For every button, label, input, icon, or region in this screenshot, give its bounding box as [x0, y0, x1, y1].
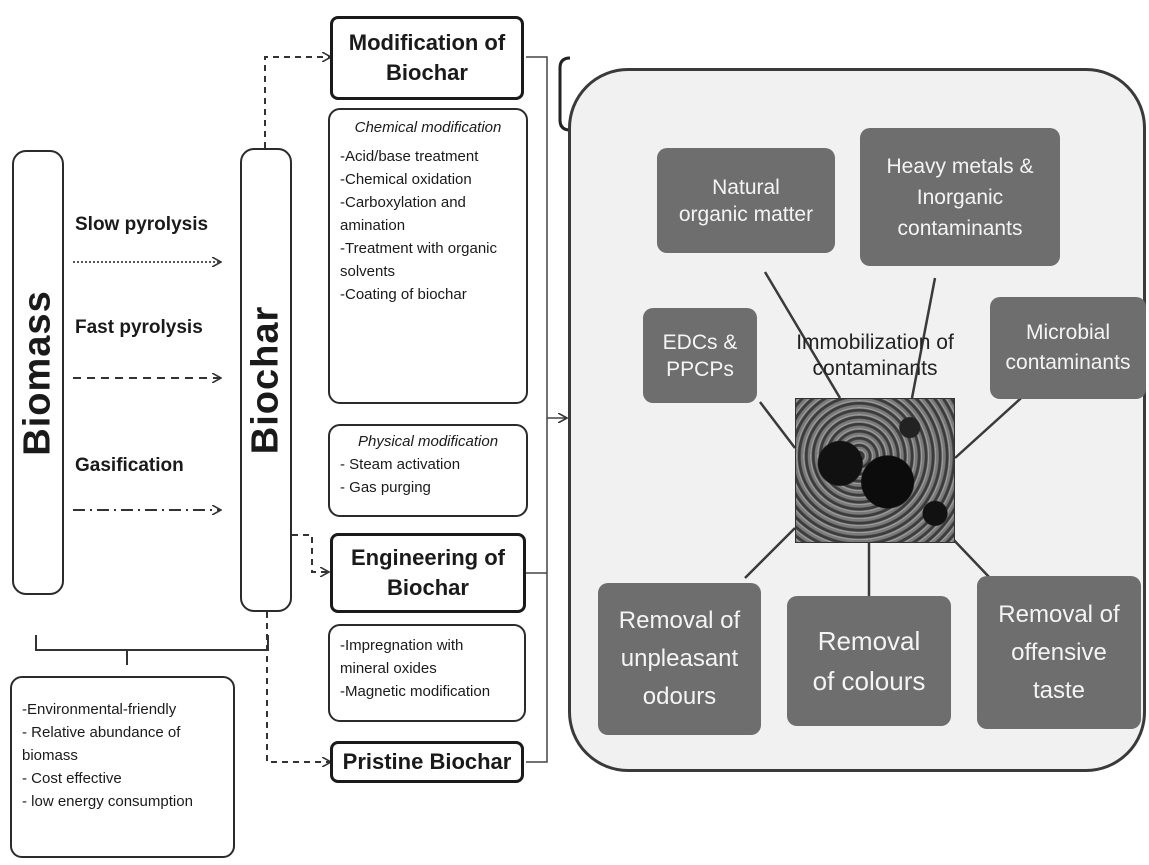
tile-microbial: Microbial contaminants	[990, 297, 1146, 399]
chemical-item: amination	[340, 217, 406, 234]
engineering-box: Engineering of Biochar	[330, 533, 526, 613]
gasification-label: Gasification	[75, 455, 184, 476]
advantage-item: - Relative abundance of	[22, 724, 181, 741]
engineering-list-box: -Impregnation with mineral oxides -Magne…	[328, 624, 526, 722]
chemical-heading: Chemical modification	[354, 119, 502, 136]
chemical-item: solvents	[340, 263, 396, 280]
tile-edcs-ppcps: EDCs & PPCPs	[643, 308, 757, 403]
spoke-taste	[949, 535, 991, 579]
spoke-microbial	[954, 389, 1031, 459]
physical-item: - Steam activation	[340, 456, 461, 473]
tile-natural-organic-matter: Natural organic matter	[657, 148, 835, 253]
pristine-biochar-box: Pristine Biochar	[330, 741, 524, 783]
chemical-modification-box: Chemical modification -Acid/base treatme…	[328, 108, 528, 404]
advantage-item: - Cost effective	[22, 770, 122, 787]
engineering-title-line1: Engineering of	[351, 545, 505, 570]
modification-title-line1: Modification of	[348, 30, 506, 55]
physical-modification-box: Physical modification - Steam activation…	[328, 424, 528, 517]
tile-removal-odours: Removal of unpleasant odours	[598, 583, 761, 735]
chemical-item: -Acid/base treatment	[340, 148, 479, 165]
biochar-box: Biochar	[240, 148, 292, 612]
immobilization-label: Immobilization of contaminants	[796, 331, 954, 380]
pristine-biochar-label: Pristine Biochar	[342, 749, 512, 774]
advantages-brace	[35, 635, 269, 651]
engineering-item: -Magnetic modification	[340, 683, 491, 700]
advantages-box: -Environmental-friendly - Relative abund…	[10, 676, 235, 858]
slow-pyrolysis-label: Slow pyrolysis	[75, 214, 209, 235]
biochar-micrograph	[795, 398, 955, 543]
engineering-item: mineral oxides	[340, 660, 437, 677]
spoke-edcs	[759, 401, 796, 449]
modification-title-line2: Biochar	[386, 60, 468, 85]
tile-removal-colours: Removal of colours	[787, 596, 951, 726]
spoke-natural	[763, 271, 842, 399]
physical-heading: Physical modification	[357, 433, 499, 450]
fast-pyrolysis-label: Fast pyrolysis	[75, 317, 203, 338]
spoke-heavy	[910, 277, 937, 399]
tile-removal-taste: Removal of offensive taste	[977, 576, 1141, 729]
engineering-item: -Impregnation with	[340, 637, 464, 654]
physical-item: - Gas purging	[340, 479, 431, 496]
tile-heavy-metals: Heavy metals & Inorganic contaminants	[860, 128, 1060, 266]
advantage-item: - low energy consumption	[22, 793, 193, 810]
chemical-item: -Coating of biochar	[340, 286, 467, 303]
chemical-item: -Chemical oxidation	[340, 171, 472, 188]
biochar-to-pristine-arrow	[266, 612, 330, 762]
chemical-item: -Carboxylation and	[340, 194, 466, 211]
biochar-to-modification-arrow	[264, 57, 330, 148]
advantage-item: biomass	[22, 747, 78, 764]
modification-box: Modification of Biochar	[330, 16, 524, 100]
chemical-item: -Treatment with organic	[340, 240, 498, 257]
engineering-title-line2: Biochar	[387, 575, 469, 600]
spoke-odours	[744, 527, 796, 579]
biochar-to-engineering-arrow	[292, 534, 328, 572]
collector-line	[526, 56, 548, 763]
advantage-item: -Environmental-friendly	[22, 701, 177, 718]
panel-bracket	[558, 56, 571, 132]
biomass-box: Biomass	[12, 150, 64, 595]
